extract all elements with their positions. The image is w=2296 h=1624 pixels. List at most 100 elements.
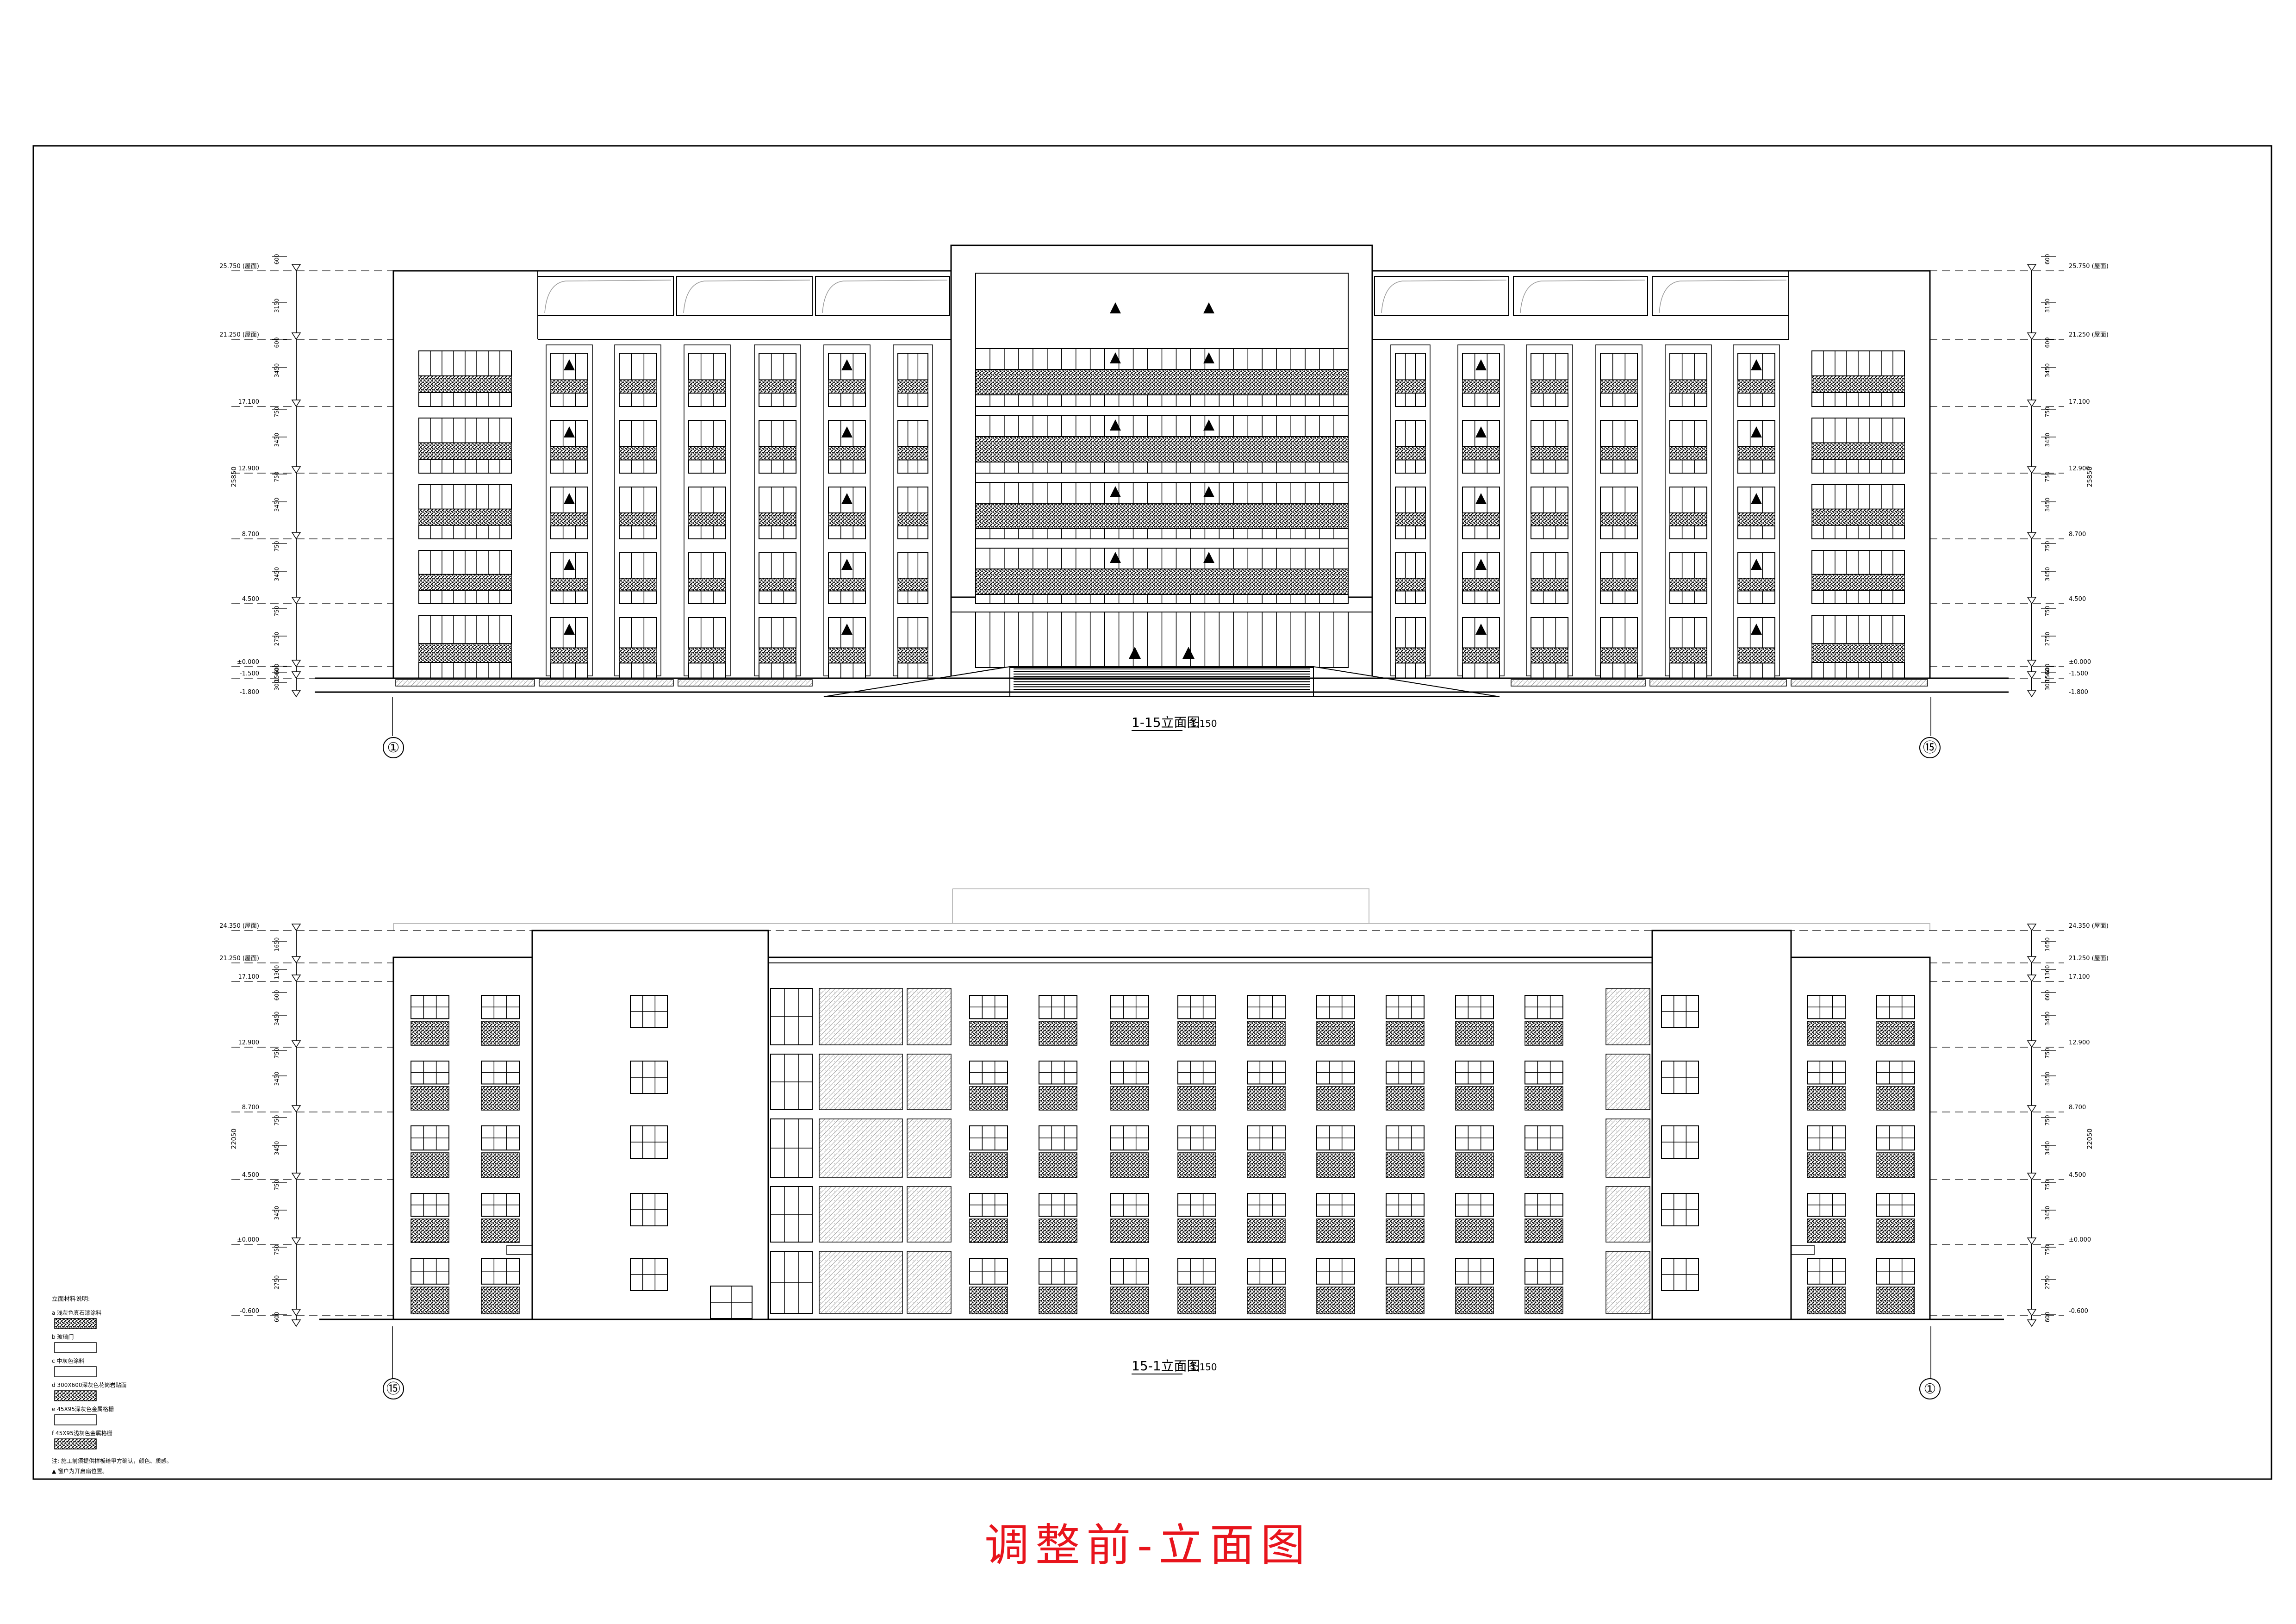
window	[1669, 393, 1707, 407]
window-bay	[481, 995, 520, 1314]
stone-hatch-band	[688, 647, 726, 663]
level-triangle	[291, 332, 301, 340]
operable-window-marker	[564, 426, 575, 437]
level-value: 21.250 (屋面)	[2069, 331, 2109, 338]
window	[1395, 590, 1426, 604]
stone-hatch-band	[1039, 1218, 1077, 1243]
level-triangle	[2027, 1309, 2037, 1317]
window	[1247, 1125, 1286, 1151]
metal-grille-panel	[819, 1118, 903, 1178]
legend-item-label: e 45X95深灰色金属格栅	[52, 1405, 114, 1412]
window	[1316, 1193, 1355, 1217]
stone-hatch-band	[969, 1086, 1008, 1111]
window-frame	[828, 590, 866, 604]
window	[630, 1193, 668, 1226]
stone-hatch-band	[1110, 1021, 1149, 1046]
window	[1395, 662, 1426, 679]
window-frame	[1669, 459, 1707, 474]
window-frame	[759, 662, 796, 679]
stone-hatch-band	[828, 446, 866, 461]
level-value: -1.500	[2069, 670, 2088, 677]
window	[418, 459, 512, 474]
window	[1737, 662, 1775, 679]
stone-hatch-band	[975, 503, 1349, 529]
segment-dimension: 750	[2044, 472, 2051, 482]
window	[897, 487, 928, 513]
stone-hatch-band	[1247, 1152, 1286, 1178]
window	[1811, 392, 1905, 407]
stone-hatch-band	[550, 578, 588, 592]
level-value: 17.100	[2069, 399, 2090, 406]
segment-dimension: 2750	[274, 1275, 280, 1290]
window	[418, 392, 512, 407]
stone-hatch-band	[1386, 1287, 1425, 1314]
stone-hatch-band	[481, 1086, 520, 1111]
operable-window-marker	[1110, 552, 1121, 563]
operable-window-marker	[1475, 493, 1487, 504]
window-frame	[1600, 617, 1638, 649]
segment-dimension: 750	[2044, 1115, 2051, 1126]
window	[411, 995, 449, 1019]
segment-dimension: 1500	[274, 668, 280, 682]
total-height: 25850	[230, 467, 238, 487]
window	[1462, 662, 1500, 679]
level-triangle	[2027, 1105, 2037, 1113]
stone-hatch-band	[897, 446, 928, 461]
window	[418, 525, 512, 539]
stone-hatch-band	[828, 379, 866, 394]
end-bay	[1811, 350, 1905, 679]
window	[411, 1061, 449, 1085]
window-frame	[759, 353, 796, 381]
window-frame	[1462, 393, 1500, 407]
window-frame	[688, 552, 726, 579]
window	[1455, 995, 1494, 1019]
segment-dimension: 750	[274, 407, 280, 418]
window	[759, 552, 796, 579]
legend-item-label: c 中灰色涂料	[52, 1357, 84, 1364]
stone-hatch-band	[1876, 1218, 1915, 1243]
operable-window-marker	[841, 559, 852, 570]
metal-grille-panel	[1605, 1186, 1650, 1243]
segment-dimension: 600	[274, 664, 280, 675]
level-markers: 24.350 (屋面)21.250 (屋面)17.10012.9008.7004…	[219, 923, 301, 1327]
segment-dimension: 3450	[274, 363, 280, 378]
window-frame	[619, 525, 657, 539]
stone-hatch-band	[411, 1152, 449, 1178]
window-frame	[550, 525, 588, 539]
stone-hatch-band	[1177, 1218, 1216, 1243]
window-frame	[1531, 393, 1568, 407]
window	[1316, 1061, 1355, 1085]
window	[969, 1125, 1008, 1151]
window-frame	[759, 590, 796, 604]
stone-hatch-band	[1316, 1287, 1355, 1314]
window	[1524, 1061, 1563, 1085]
window	[1669, 552, 1707, 579]
level-triangle	[2027, 974, 2037, 982]
window-frame	[897, 590, 928, 604]
stone-hatch-band	[1316, 1218, 1355, 1243]
level-value: 8.700	[242, 1104, 259, 1111]
stone-hatch-band	[1316, 1086, 1355, 1111]
level-value: 17.100	[238, 399, 260, 406]
stone-hatch-band	[1395, 446, 1426, 461]
roof-screen-curve	[1381, 280, 1507, 313]
window-frame	[1395, 459, 1426, 474]
level-triangle	[291, 924, 301, 931]
segment-dimension: 2750	[2044, 1275, 2051, 1290]
window	[1807, 1125, 1846, 1151]
window-frame	[619, 393, 657, 407]
window-frame	[1395, 525, 1426, 539]
window	[630, 1125, 668, 1159]
window-frame	[897, 662, 928, 679]
window	[418, 418, 512, 443]
axis-bubble	[1919, 737, 1941, 758]
window-frame	[619, 590, 657, 604]
window	[481, 1258, 520, 1285]
segment-dimension: 3450	[2044, 363, 2051, 378]
window	[411, 1258, 449, 1285]
window	[969, 1061, 1008, 1085]
window	[1039, 1193, 1077, 1217]
window	[1316, 995, 1355, 1019]
window	[969, 995, 1008, 1019]
window-frame	[1395, 590, 1426, 604]
